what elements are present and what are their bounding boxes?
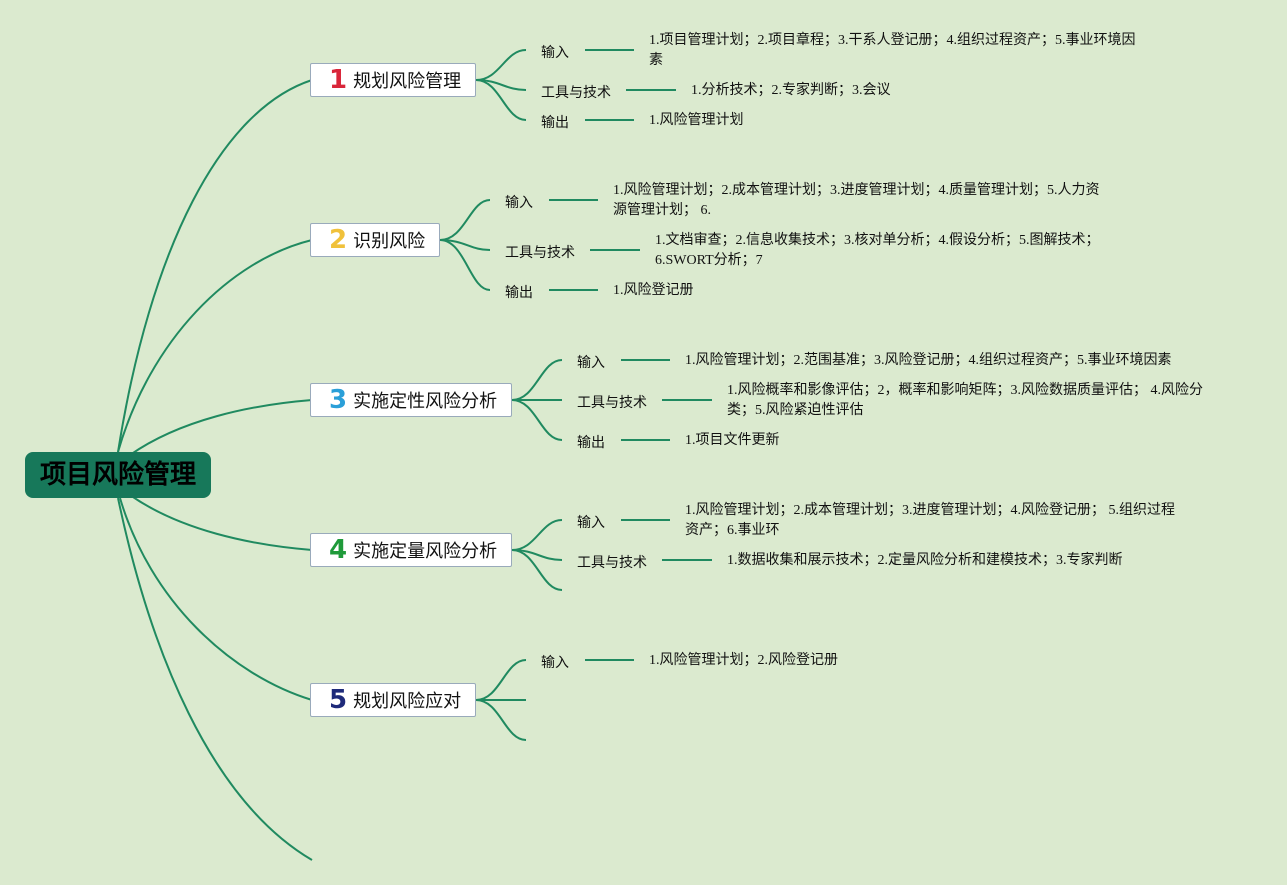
output-text: 1.风险管理计划 <box>649 113 744 128</box>
number-1-icon: 1 <box>329 65 348 95</box>
tools-text: 1.数据收集和展示技术；2.定量风险分析和建模技术；3.专家判断 <box>727 553 1123 568</box>
output-label[interactable]: 输出 <box>577 435 605 451</box>
output-label[interactable]: 输出 <box>541 115 569 131</box>
input-label[interactable]: 输入 <box>541 655 569 671</box>
number-4-icon: 4 <box>329 535 348 565</box>
tools-label[interactable]: 工具与技术 <box>577 555 647 571</box>
number-2-icon: 2 <box>329 225 348 255</box>
topic-label: 规划风险应对 <box>353 691 462 712</box>
tools-label[interactable]: 工具与技术 <box>505 245 575 261</box>
input-text: 1.项目管理计划；2.项目章程；3.干系人登记册；4.组织过程资产；5.事业环境… <box>649 33 1136 68</box>
input-text: 1.风险管理计划；2.范围基准；3.风险登记册；4.组织过程资产；5.事业环境因… <box>685 353 1172 368</box>
topic-label: 规划风险管理 <box>353 71 462 92</box>
topic-identify-risks[interactable]: 2 识别风险 <box>310 223 441 257</box>
number-5-icon: 5 <box>329 685 348 715</box>
input-label[interactable]: 输入 <box>577 355 605 371</box>
topic-label: 实施定性风险分析 <box>353 391 498 412</box>
topic-plan-risk-responses[interactable]: 5 规划风险应对 <box>310 683 477 717</box>
output-text: 1.风险登记册 <box>613 283 694 298</box>
input-label[interactable]: 输入 <box>577 515 605 531</box>
input-text: 1.风险管理计划；2.风险登记册 <box>649 653 838 668</box>
topic-label: 识别风险 <box>353 231 426 252</box>
input-label[interactable]: 输入 <box>541 45 569 61</box>
number-3-icon: 3 <box>329 385 348 415</box>
root-node[interactable]: 项目风险管理 <box>25 452 211 498</box>
tools-label[interactable]: 工具与技术 <box>577 395 647 411</box>
output-text: 1.项目文件更新 <box>685 433 780 448</box>
topic-qualitative-risk-analysis[interactable]: 3 实施定性风险分析 <box>310 383 513 417</box>
input-text: 1.风险管理计划；2.成本管理计划；3.进度管理计划；4.质量管理计划；5.人力… <box>613 183 1100 218</box>
input-label[interactable]: 输入 <box>505 195 533 211</box>
topic-plan-risk-management[interactable]: 1 规划风险管理 <box>310 63 477 97</box>
tools-text: 1.分析技术；2.专家判断；3.会议 <box>691 83 891 98</box>
topic-quantitative-risk-analysis[interactable]: 4 实施定量风险分析 <box>310 533 513 567</box>
tools-text: 1.文档审查；2.信息收集技术；3.核对单分析；4.假设分析；5.图解技术；6.… <box>655 233 1100 268</box>
tools-label[interactable]: 工具与技术 <box>541 85 611 101</box>
topic-label: 实施定量风险分析 <box>353 541 498 562</box>
output-label[interactable]: 输出 <box>505 285 533 301</box>
tools-text: 1.风险概率和影像评估；2，概率和影响矩阵；3.风险数据质量评估； 4.风险分类… <box>727 383 1203 418</box>
input-text: 1.风险管理计划；2.成本管理计划；3.进度管理计划；4.风险登记册； 5.组织… <box>685 503 1175 538</box>
